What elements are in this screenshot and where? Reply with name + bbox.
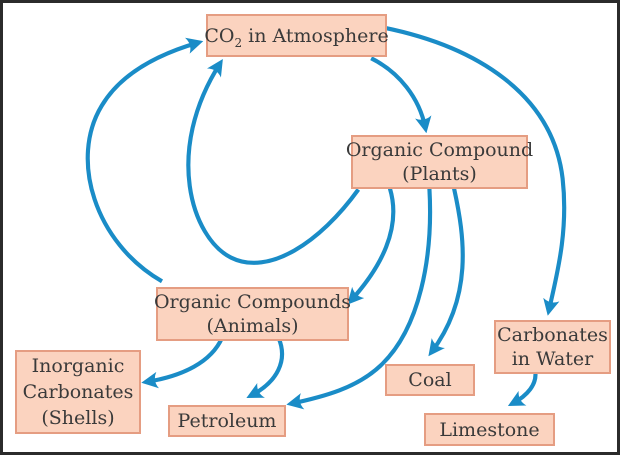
node-carbwater-line1: Carbonates xyxy=(497,324,608,346)
arrow-animals-to-shells xyxy=(141,336,225,389)
node-co2-atmosphere: CO2 in Atmosphere xyxy=(204,14,389,57)
arrow-plants-to-animals xyxy=(347,187,396,305)
arrow-co2-to-plants xyxy=(370,56,432,134)
node-carbwater-line2: in Water xyxy=(511,348,594,370)
arrow-carbwater-to-limestone xyxy=(507,369,538,406)
node-animals-line2: (Animals) xyxy=(206,315,299,337)
node-coal: Coal xyxy=(385,364,475,396)
arrow-plants-to-petroleum xyxy=(286,188,433,410)
node-carbonates-in-water: Carbonates in Water xyxy=(494,320,611,374)
node-plants-line1: Organic Compound xyxy=(345,139,534,161)
node-shells-line2: Carbonates xyxy=(22,381,134,403)
arrows-layer xyxy=(85,25,567,410)
node-limestone: Limestone xyxy=(424,413,555,446)
node-organic-compounds-animals: Organic Compounds (Animals) xyxy=(153,287,352,341)
node-animals-line1: Organic Compounds xyxy=(153,291,352,313)
arrow-animals-to-petroleum xyxy=(246,336,285,399)
node-inorganic-carbonates-shells: Inorganic Carbonates (Shells) xyxy=(15,350,141,434)
node-shells-line3: (Shells) xyxy=(41,407,115,429)
node-organic-compound-plants: Organic Compound (Plants) xyxy=(346,135,533,189)
node-co2-label: CO2 in Atmosphere xyxy=(204,24,389,50)
node-petroleum: Petroleum xyxy=(168,405,286,437)
arrow-plants-to-coal xyxy=(428,188,465,357)
node-coal-label: Coal xyxy=(408,369,452,391)
node-petroleum-label: Petroleum xyxy=(177,410,277,432)
node-limestone-label: Limestone xyxy=(439,418,540,441)
node-shells-line1: Inorganic xyxy=(31,355,125,377)
node-plants-line2: (Plants) xyxy=(402,163,477,185)
arrow-plants-to-co2 xyxy=(186,59,361,265)
arrow-co2-to-carbwater xyxy=(383,25,567,316)
arrow-animals-to-co2 xyxy=(85,37,204,284)
